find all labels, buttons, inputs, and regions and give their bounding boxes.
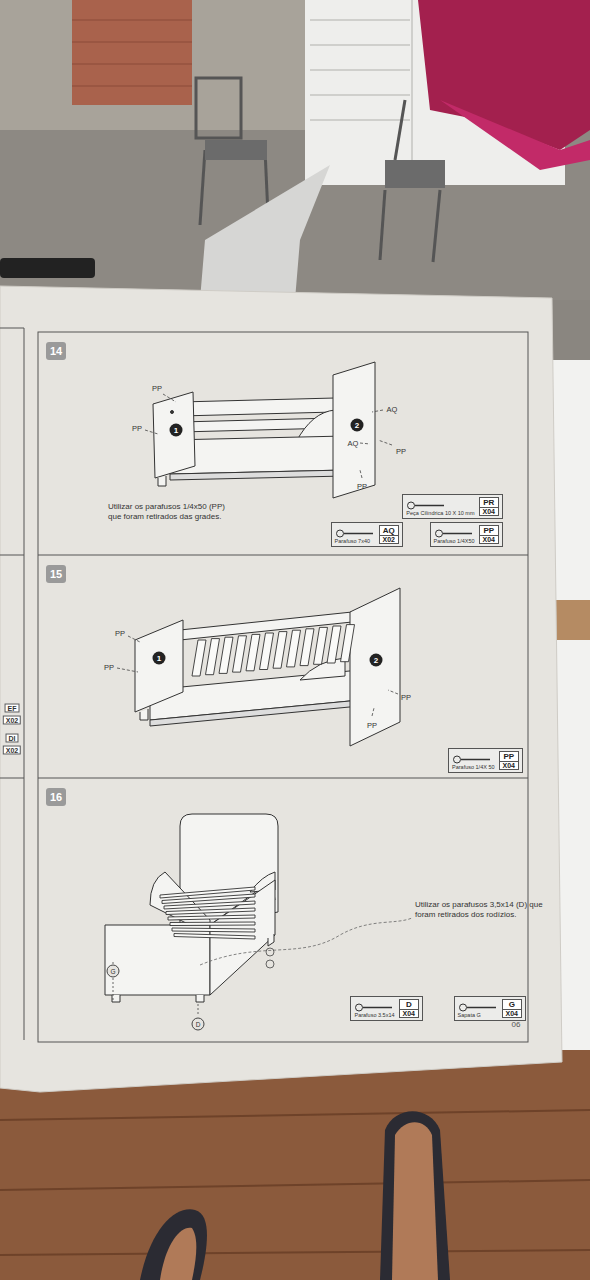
part-quantity: X04 [480,536,498,543]
panel-number: 2 [351,419,364,432]
parts-box: Parafuso 7x40 AQX02 [331,522,403,547]
parts-box: Parafuso 1/4X50 PPX04 [430,522,503,547]
part-quantity: X04 [503,1010,521,1017]
part-icon [406,501,446,510]
part-icon [458,1003,498,1012]
callout-code: PP [132,424,142,433]
part-icon [434,529,474,538]
step-number: 16 [46,788,66,806]
part-info: Parafuso 1/4X 50 [452,751,495,770]
part-icon [335,529,375,538]
callout-code: PP [396,447,406,456]
part-info: Parafuso 3.5x14 [354,999,394,1018]
part-name: Parafuso 3.5x14 [354,1012,394,1018]
panel-number: 1 [153,652,166,665]
part-code-box: PPX04 [499,751,519,770]
instruction-note: Utilizar os parafusos 1/4x50 (PP) que fo… [108,502,238,522]
part-code-box: GX04 [502,999,522,1018]
callout-code: PP [367,721,377,730]
parts-box: Parafuso 3.5x14 DX04 [350,996,423,1021]
cut-off-code: X02 [3,716,21,725]
part-code-box: PRX04 [479,497,499,516]
part-icon [452,755,492,764]
part-code-box: PPX04 [479,525,499,544]
part-code: D [400,1000,418,1010]
part-info: Parafuso 1/4X50 [434,525,475,544]
part-quantity: X04 [500,762,518,769]
parts-box: Peça Cilíndrica 10 X 10 mm PRX04 [402,494,503,519]
part-name: Parafuso 1/4X 50 [452,764,495,770]
step-panel: 14Utilizar os parafusos 1/4x50 (PP) que … [38,332,528,555]
cut-off-code: X02 [3,746,21,755]
step-panel: 16Utilizar os parafusos 3,5x14 (D) que f… [38,778,528,1042]
part-quantity: X02 [380,536,398,543]
callout-code: AQ [348,439,359,448]
part-code: G [503,1000,521,1010]
part-name: Parafuso 1/4X50 [434,538,475,544]
part-quantity: X04 [400,1010,418,1017]
part-code: PR [480,498,498,508]
instruction-note: Utilizar os parafusos 3,5x14 (D) que for… [415,900,543,920]
part-info: Parafuso 7x40 [335,525,375,544]
callout-code: PP [357,482,367,491]
part-code: AQ [380,526,398,536]
part-name: Peça Cilíndrica 10 X 10 mm [406,510,474,516]
cut-off-code: EF [5,704,20,713]
part-name: Sapata G [458,1012,498,1018]
part-name: Parafuso 7x40 [335,538,375,544]
callout-code: PP [152,384,162,393]
callout-code: AQ [387,405,398,414]
callout-code: PP [104,663,114,672]
parts-box: Sapata G GX04 [454,996,526,1021]
parts-box: Parafuso 1/4X 50 PPX04 [448,748,523,773]
step-number: 15 [46,565,66,583]
part-quantity: X04 [480,508,498,515]
part-icon [354,1003,394,1012]
part-code-box: AQX02 [379,525,399,544]
part-info: Peça Cilíndrica 10 X 10 mm [406,497,474,516]
part-code: PP [480,526,498,536]
callout-code: PP [401,693,411,702]
panel-number: 1 [170,424,183,437]
part-info: Sapata G [458,999,498,1018]
part-code: PP [500,752,518,762]
page-number: 06 [512,1020,521,1029]
part-callout: D [192,1018,205,1031]
panel-number: 2 [370,654,383,667]
callout-code: PP [115,629,125,638]
part-code-box: DX04 [399,999,419,1018]
step-number: 14 [46,342,66,360]
cut-off-code: DI [6,734,19,743]
part-callout: G [107,965,120,978]
